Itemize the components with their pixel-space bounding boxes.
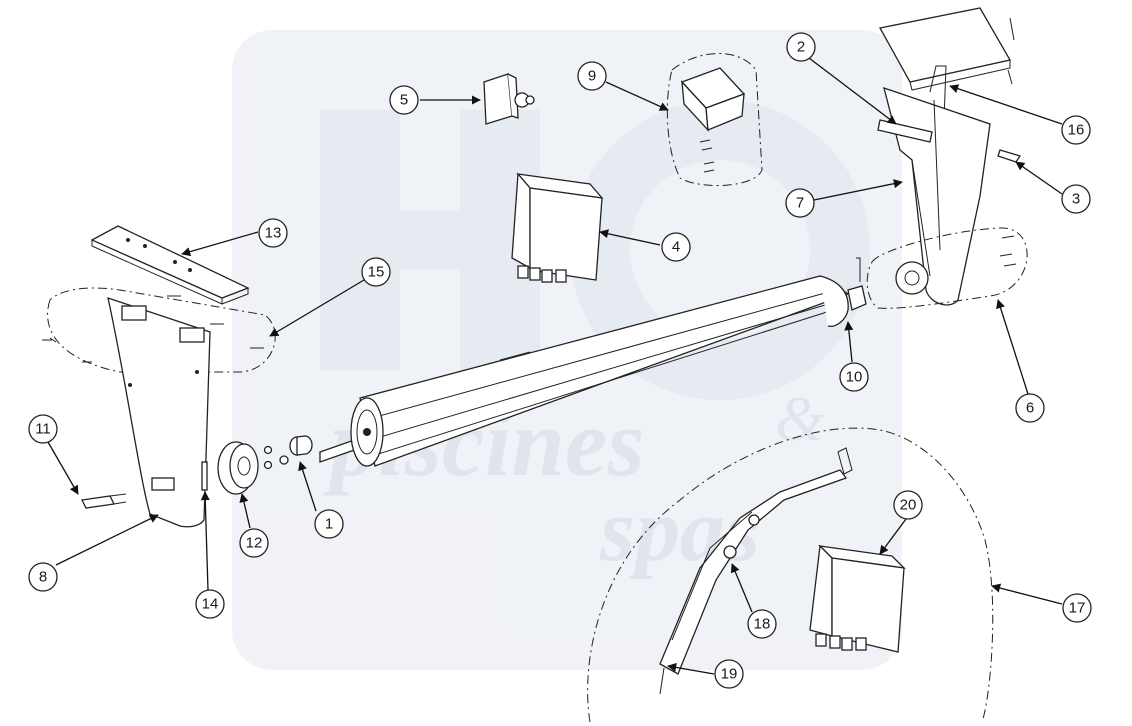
svg-text:8: 8 bbox=[39, 569, 47, 586]
part-11-bracket bbox=[81, 493, 127, 509]
svg-text:17: 17 bbox=[1069, 600, 1086, 617]
svg-text:4: 4 bbox=[672, 239, 680, 256]
part-20-control-box bbox=[809, 544, 906, 653]
callout-2: 2 bbox=[786, 32, 816, 62]
svg-text:6: 6 bbox=[1026, 400, 1034, 417]
callout-11: 11 bbox=[28, 414, 58, 444]
part-7-arm-bracket bbox=[883, 86, 991, 306]
callout-4: 4 bbox=[661, 232, 691, 262]
callout-14: 14 bbox=[195, 589, 225, 619]
callout-10: 10 bbox=[839, 362, 869, 392]
svg-text:11: 11 bbox=[35, 421, 51, 438]
callout-16: 16 bbox=[1061, 115, 1091, 145]
svg-text:14: 14 bbox=[202, 596, 219, 613]
part-12-bearing bbox=[217, 441, 259, 495]
callout-labels: 1 2 3 4 5 6 7 8 9 10 11 12 13 14 15 16 1… bbox=[28, 32, 1092, 689]
part-18-folding-arm bbox=[659, 447, 853, 695]
part-nuts-washers bbox=[263, 445, 289, 470]
part-8-left-plate bbox=[107, 297, 211, 528]
callout-19: 19 bbox=[714, 659, 744, 689]
part-5-key-switch bbox=[483, 73, 535, 125]
part-17-arm-kit bbox=[587, 427, 994, 723]
part-15-screw-group bbox=[42, 287, 276, 373]
part-4-control-box bbox=[511, 172, 604, 283]
callout-9: 9 bbox=[577, 61, 607, 91]
part-9-junction-box bbox=[666, 53, 763, 187]
part-13-top-plate bbox=[90, 225, 250, 305]
svg-text:12: 12 bbox=[246, 535, 263, 552]
callout-13: 13 bbox=[258, 218, 288, 248]
callout-5: 5 bbox=[389, 85, 419, 115]
svg-text:15: 15 bbox=[368, 264, 385, 281]
svg-text:10: 10 bbox=[846, 369, 863, 386]
svg-text:1: 1 bbox=[325, 516, 333, 533]
watermark-text-amp: & bbox=[775, 383, 825, 454]
svg-text:19: 19 bbox=[721, 666, 738, 683]
callout-7: 7 bbox=[785, 188, 815, 218]
callout-3: 3 bbox=[1061, 184, 1091, 214]
part-14-pin bbox=[201, 461, 208, 491]
svg-text:20: 20 bbox=[900, 497, 917, 514]
part-6-motor-plate bbox=[866, 227, 1028, 309]
svg-text:13: 13 bbox=[265, 225, 282, 242]
svg-text:7: 7 bbox=[796, 195, 804, 212]
svg-text:3: 3 bbox=[1072, 191, 1080, 208]
callout-15: 15 bbox=[361, 257, 391, 287]
callout-17: 17 bbox=[1062, 593, 1092, 623]
callout-8: 8 bbox=[28, 562, 58, 592]
svg-text:18: 18 bbox=[754, 616, 771, 633]
callout-18: 18 bbox=[747, 609, 777, 639]
svg-text:2: 2 bbox=[797, 39, 805, 56]
part-1-bushing bbox=[289, 435, 313, 456]
part-16-top-bracket bbox=[878, 7, 1015, 121]
callout-6: 6 bbox=[1015, 393, 1045, 423]
part-3-clip bbox=[997, 149, 1022, 163]
part-2-plate bbox=[877, 119, 933, 143]
svg-text:16: 16 bbox=[1068, 122, 1085, 139]
callout-12: 12 bbox=[239, 528, 269, 558]
callout-1: 1 bbox=[314, 509, 344, 539]
leader-lines bbox=[47, 57, 1063, 675]
callout-20: 20 bbox=[893, 490, 923, 520]
svg-text:9: 9 bbox=[588, 68, 596, 85]
svg-text:5: 5 bbox=[400, 92, 408, 109]
main-roller-tube bbox=[319, 257, 867, 467]
